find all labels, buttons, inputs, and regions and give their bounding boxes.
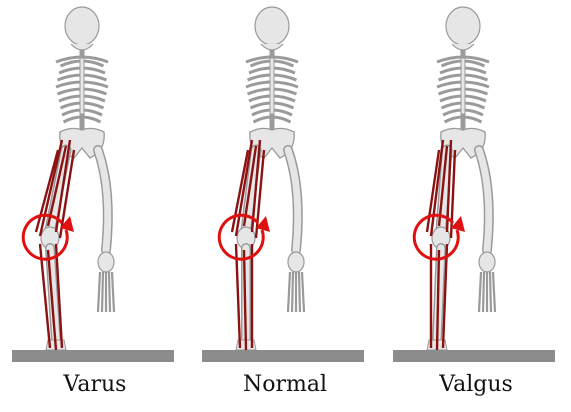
toe-bone xyxy=(493,272,495,312)
toe-bone xyxy=(490,272,491,312)
toe-bone xyxy=(102,272,103,312)
toe-bone xyxy=(109,272,110,312)
knee-swing xyxy=(288,252,304,272)
sternum xyxy=(270,58,274,114)
knee-swing xyxy=(479,252,495,272)
ground-plate xyxy=(202,350,364,362)
skeleton-figure xyxy=(190,0,380,412)
caption-varus: Varus xyxy=(0,372,190,397)
panel-normal: Normal xyxy=(190,0,380,412)
skeleton-figure xyxy=(381,0,571,412)
caption-normal: Normal xyxy=(190,372,380,397)
jaw xyxy=(261,44,283,50)
panel-valgus: Valgus xyxy=(381,0,571,412)
ground-plate xyxy=(393,350,555,362)
toe-bone xyxy=(479,272,481,312)
jaw xyxy=(452,44,474,50)
toe-bone xyxy=(302,272,304,312)
toe-bone xyxy=(299,272,300,312)
knee-swing xyxy=(98,252,114,272)
sternum xyxy=(461,58,465,114)
jaw xyxy=(71,44,93,50)
toe-bone xyxy=(483,272,484,312)
skull xyxy=(65,7,99,45)
rotation-arrowhead xyxy=(451,216,465,232)
toe-bone xyxy=(112,272,114,312)
toe-bone xyxy=(98,272,100,312)
skull xyxy=(255,7,289,45)
skull xyxy=(446,7,480,45)
sternum xyxy=(80,58,84,114)
caption-valgus: Valgus xyxy=(381,372,571,397)
skeleton-figure xyxy=(0,0,190,412)
toe-bone xyxy=(292,272,293,312)
toe-bone xyxy=(288,272,290,312)
ground-plate xyxy=(12,350,174,362)
panel-varus: Varus xyxy=(0,0,190,412)
